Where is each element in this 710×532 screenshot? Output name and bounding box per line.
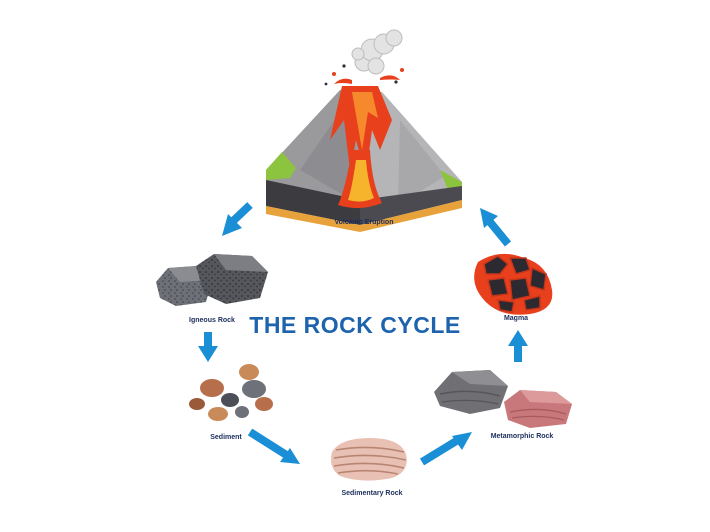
lava-splashes (324, 64, 404, 86)
arrow-sedimentary-to-metamorphic (419, 432, 472, 466)
label-volcanic-eruption: Volcanic Eruption (334, 219, 394, 226)
metamorphic-rock-illustration (434, 370, 572, 428)
arrow-sediment-to-sedimentary (247, 428, 300, 464)
sediment-illustration (189, 364, 273, 421)
label-sediment: Sediment (210, 434, 242, 441)
label-metamorphic-rock: Metamorphic Rock (490, 433, 554, 440)
label-sedimentary-rock: Sedimentary Rock (341, 490, 403, 497)
cycle-arrows (198, 202, 528, 466)
arrow-igneous-to-sediment (198, 332, 218, 362)
label-igneous-rock: Igneous Rock (189, 317, 235, 324)
volcano-illustration (266, 29, 462, 232)
arrow-volcano-to-igneous (222, 202, 253, 236)
arrow-metamorphic-to-magma (508, 330, 528, 362)
smoke-plume (351, 29, 403, 75)
magma-illustration (474, 253, 553, 315)
igneous-rock-illustration (156, 254, 268, 306)
diagram-title: THE ROCK CYCLE (249, 312, 461, 338)
label-magma: Magma (503, 315, 529, 322)
sedimentary-rock-illustration (331, 438, 407, 481)
arrow-magma-to-volcano (480, 208, 512, 247)
